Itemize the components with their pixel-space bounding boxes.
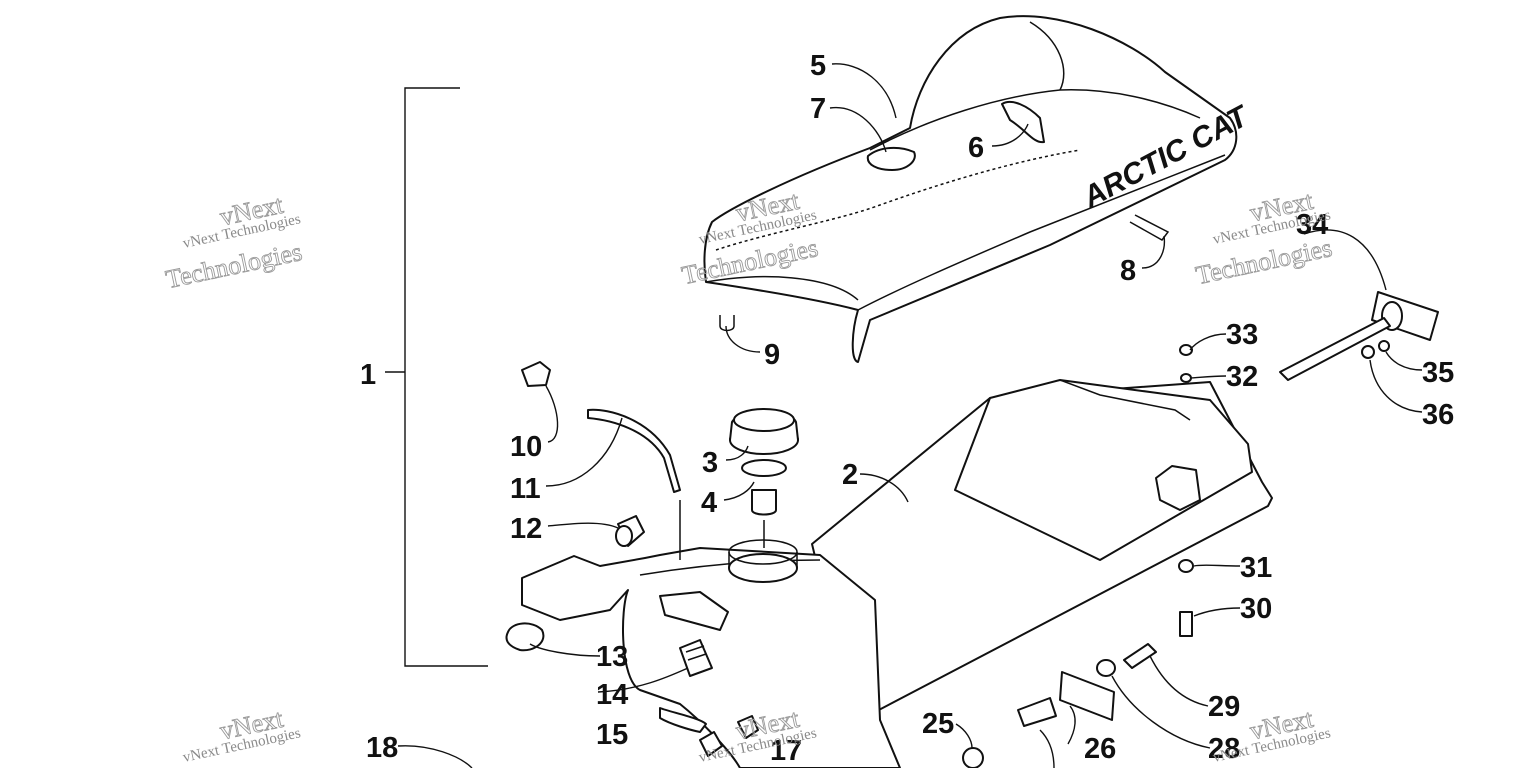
latch-cable — [1279, 291, 1439, 381]
callout-31: 31 — [1240, 552, 1272, 584]
fuel-cap — [729, 408, 799, 455]
fitting-29 — [1123, 643, 1157, 669]
clip-8 — [1129, 214, 1170, 241]
callout-17: 17 — [770, 735, 802, 767]
washer-32 — [1180, 373, 1192, 383]
grommet-12 — [615, 515, 645, 547]
callout-34: 34 — [1296, 209, 1328, 241]
washer-35 — [1378, 340, 1390, 352]
callout-10: 10 — [510, 431, 542, 463]
nut-36 — [1361, 345, 1375, 359]
callout-33: 33 — [1226, 319, 1258, 351]
grommet-28 — [1096, 659, 1116, 677]
fuel-gauge — [741, 459, 787, 548]
callout-12: 12 — [510, 513, 542, 545]
callout-11: 11 — [510, 473, 541, 505]
callout-29: 29 — [1208, 691, 1240, 723]
callout-28: 28 — [1208, 733, 1240, 765]
seat-patch — [866, 146, 916, 171]
clamp-15 — [659, 707, 707, 733]
callout-30: 30 — [1240, 593, 1272, 625]
callout-8: 8 — [1120, 255, 1136, 287]
watermark-right-top: vNext vNext Technologies Technologies — [1193, 185, 1335, 290]
callout-18: 18 — [366, 732, 398, 764]
leader-lines — [397, 63, 1423, 768]
callout-13: 13 — [596, 641, 628, 673]
callout-7: 7 — [810, 93, 826, 125]
watermark-left-top: vNext vNext Technologies Technologies — [163, 189, 305, 294]
assembly-bracket — [385, 87, 488, 667]
clip-9 — [719, 315, 735, 332]
callout-32: 32 — [1226, 361, 1258, 393]
fuel-valve — [699, 715, 759, 757]
watermark-left-bottom: vNext vNext Technologies — [182, 703, 303, 766]
bolt-30 — [1179, 611, 1193, 637]
callout-2: 2 — [842, 459, 858, 491]
callout-1: 1 — [360, 359, 376, 391]
nut-31 — [1178, 559, 1194, 573]
nut-33 — [1179, 344, 1193, 356]
warning-decal — [679, 639, 713, 677]
callout-6: 6 — [968, 132, 984, 164]
grommet-25 — [962, 747, 984, 768]
callout-9: 9 — [764, 339, 780, 371]
vent-valve-26 — [1017, 671, 1115, 727]
hose-clip — [521, 361, 551, 387]
callout-3: 3 — [702, 447, 718, 479]
callout-36: 36 — [1422, 399, 1454, 431]
fuel-tank-front — [521, 539, 901, 768]
callout-35: 35 — [1422, 357, 1454, 389]
fuel-tank-tray — [811, 379, 1273, 714]
seat-strap — [1001, 100, 1045, 144]
callout-15: 15 — [596, 719, 628, 751]
vent-hose — [587, 408, 681, 493]
callout-14: 14 — [596, 679, 628, 711]
callout-4: 4 — [701, 487, 717, 519]
callout-numbers: 1 2 3 4 5 6 7 8 9 10 11 12 13 14 15 17 1… — [360, 50, 1454, 767]
callout-5: 5 — [810, 50, 826, 82]
callout-25: 25 — [922, 708, 954, 740]
callout-26: 26 — [1084, 733, 1116, 765]
lock-washer — [505, 622, 545, 652]
